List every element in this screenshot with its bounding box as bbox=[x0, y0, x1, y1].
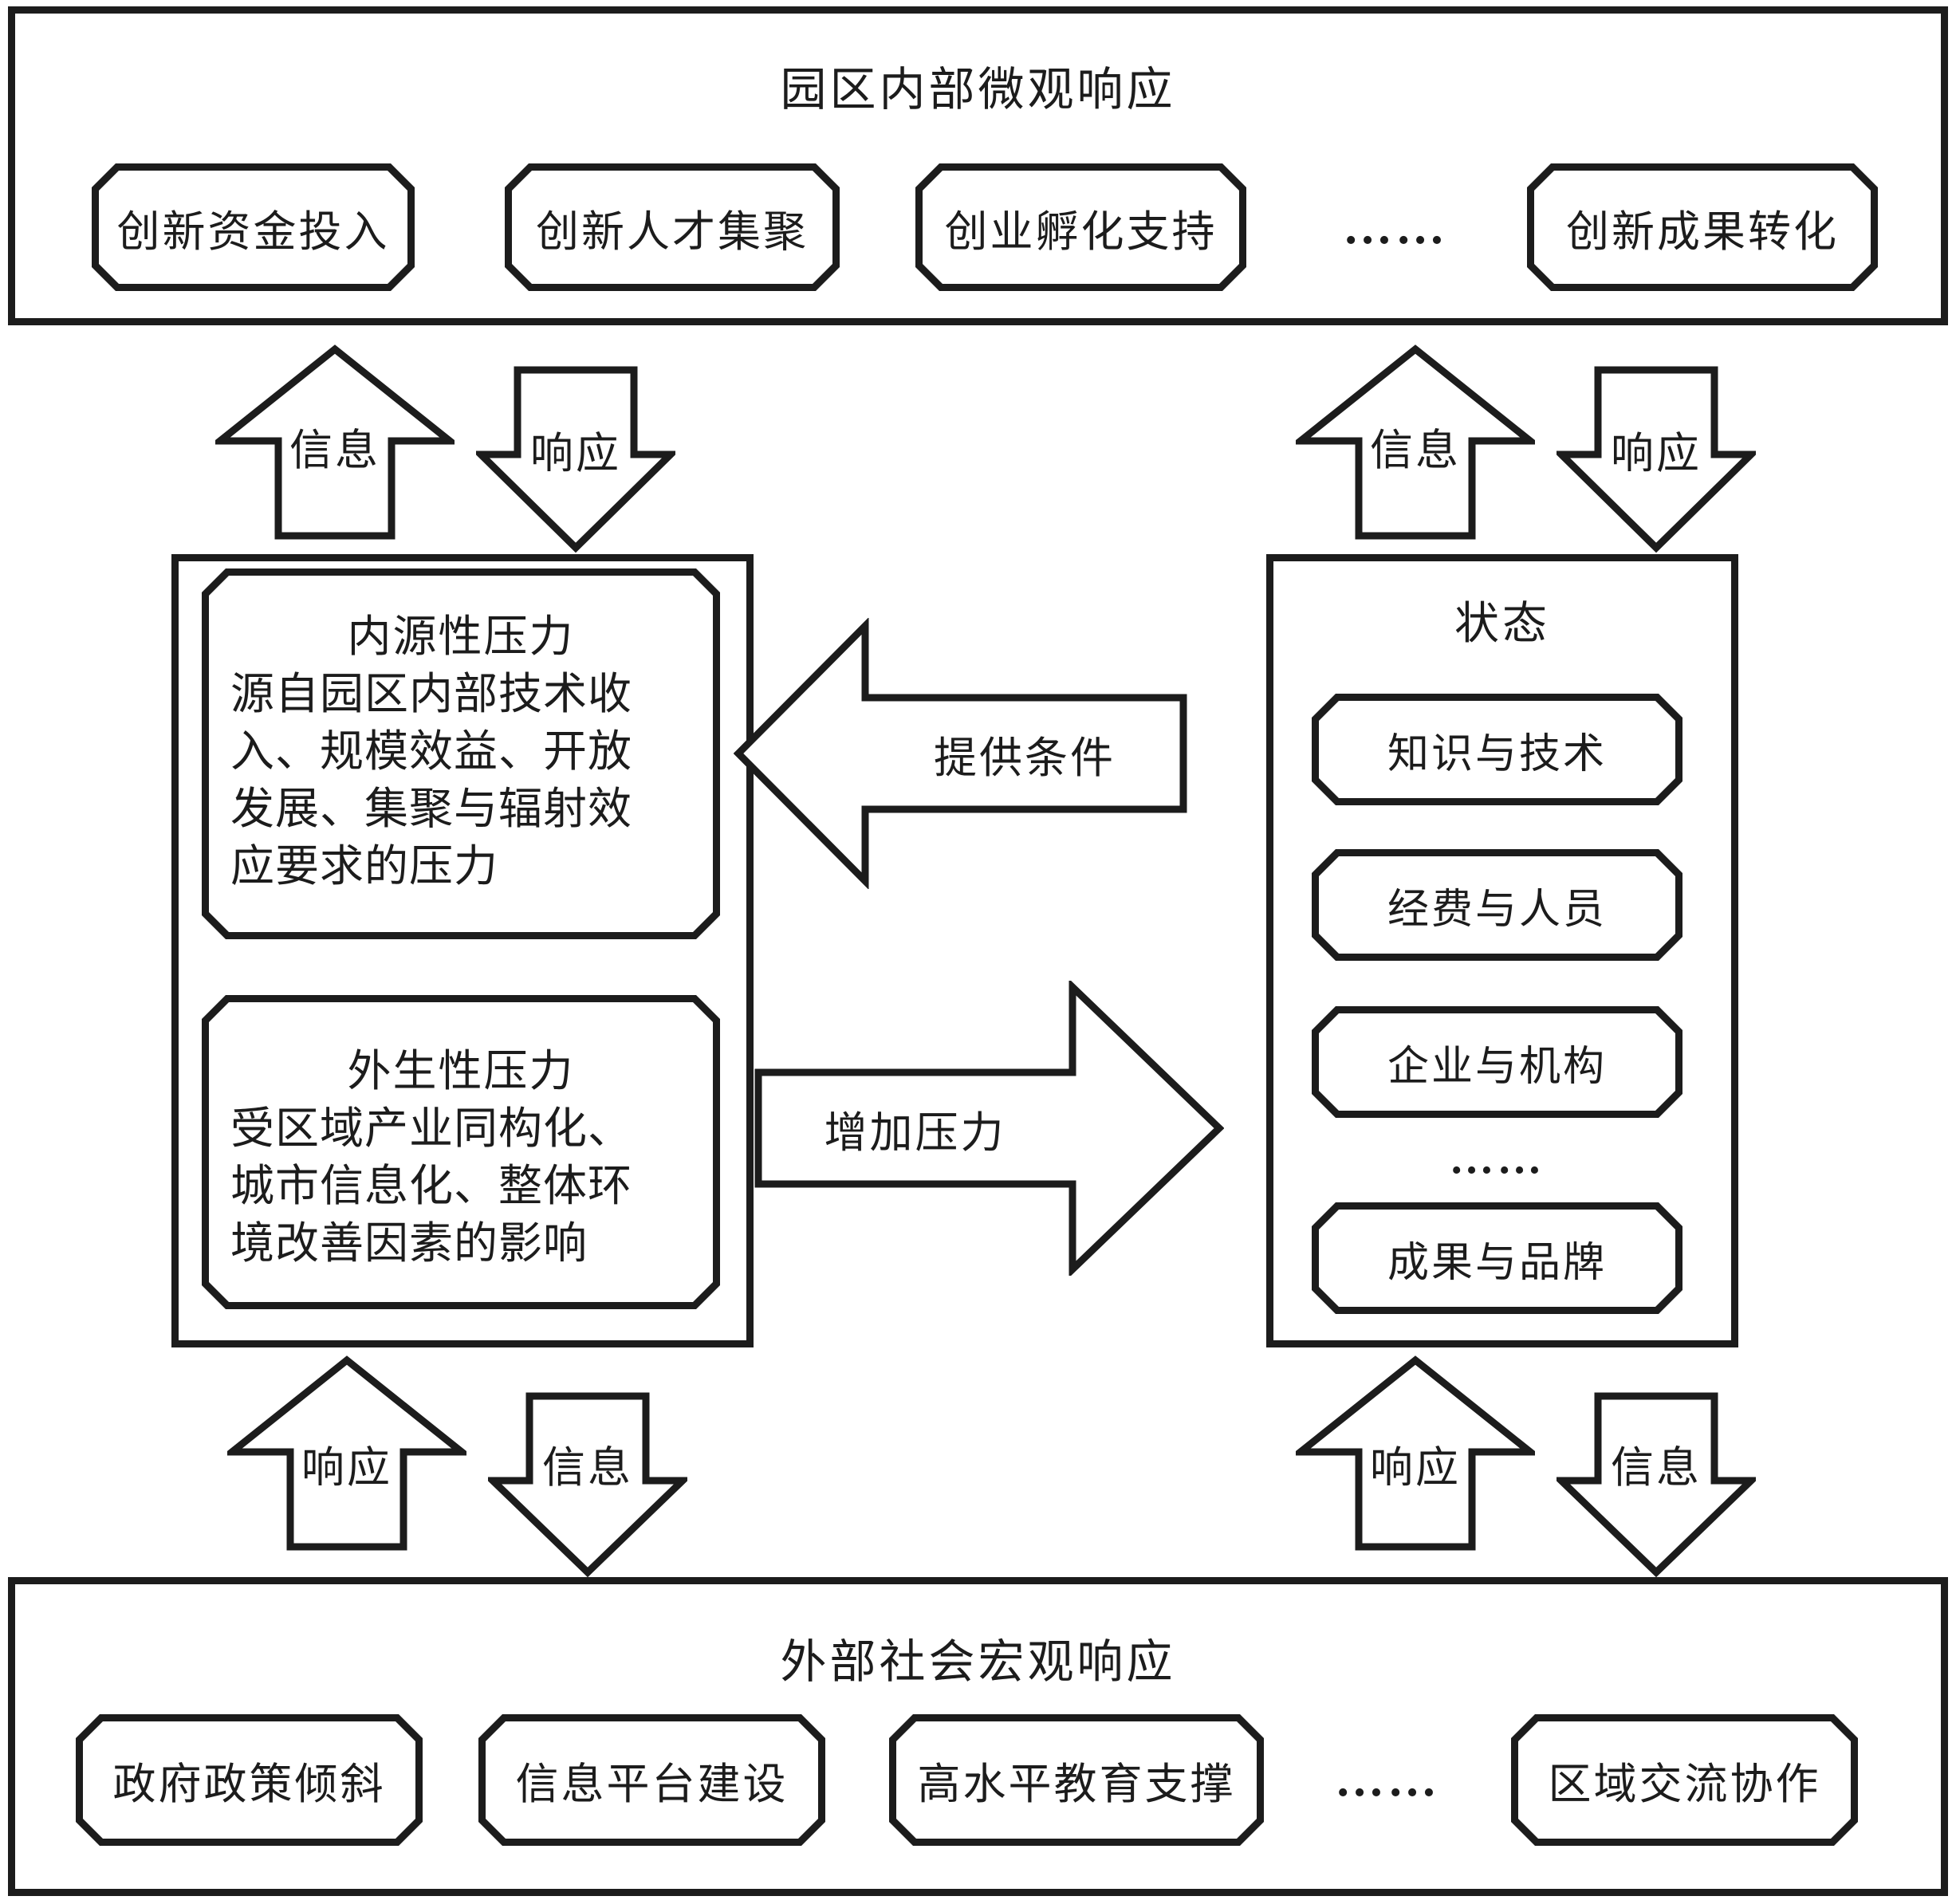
down-arrow-glyph bbox=[488, 1392, 687, 1577]
endogenous-pressure-text: 源自园区内部技术收 入、规模效益、开放 发展、集聚与辐射效 应要求的压力 bbox=[202, 666, 720, 895]
left-arrow-glyph bbox=[734, 618, 1187, 889]
node-label: 企业与机构 bbox=[1387, 1044, 1607, 1090]
node-innovation-talent: 创新人才集聚 bbox=[505, 163, 840, 291]
up-arrow-glyph bbox=[1296, 344, 1535, 540]
top-ellipsis: …… bbox=[1343, 199, 1448, 254]
text-line: 源自园区内部技术收 bbox=[230, 670, 633, 718]
node-government-policy: 政府政策倾斜 bbox=[76, 1714, 423, 1846]
node-label: 高水平教育支撑 bbox=[917, 1760, 1236, 1808]
response-down-arrow-top-right: 响应 bbox=[1557, 365, 1756, 553]
macro-response-title: 外部社会宏观响应 bbox=[780, 1636, 1176, 1688]
provide-conditions-arrow: 提供条件 bbox=[734, 618, 1188, 889]
state-title: 状态 bbox=[1454, 600, 1550, 649]
flow-label: 响应 bbox=[301, 1443, 392, 1492]
node-education-support: 高水平教育支撑 bbox=[889, 1714, 1264, 1846]
info-down-arrow-bottom-left: 信息 bbox=[488, 1391, 687, 1577]
text-line: 入、规模效益、开放 bbox=[230, 727, 633, 776]
info-up-arrow-top-left: 信息 bbox=[215, 344, 455, 541]
node-label: 创业孵化支持 bbox=[944, 207, 1218, 256]
flow-label: 响应 bbox=[530, 429, 621, 478]
state-ellipsis: …… bbox=[1449, 1134, 1545, 1183]
node-label: 政府政策倾斜 bbox=[112, 1760, 386, 1808]
up-arrow-glyph bbox=[227, 1355, 466, 1551]
node-label: 创新人才集聚 bbox=[536, 207, 809, 256]
response-down-arrow-top-left: 响应 bbox=[476, 365, 675, 553]
text-line: 受区域产业同构化、 bbox=[230, 1104, 633, 1153]
flow-label: 响应 bbox=[1370, 1443, 1461, 1492]
text-line: 境改善因素的影响 bbox=[230, 1219, 588, 1268]
node-label: 经费与人员 bbox=[1387, 887, 1607, 933]
endogenous-pressure-title: 内源性压力 bbox=[347, 612, 575, 661]
endogenous-pressure-box: 内源性压力 源自园区内部技术收 入、规模效益、开放 发展、集聚与辐射效 应要求的… bbox=[202, 568, 720, 939]
node-label: 区域交流协作 bbox=[1548, 1760, 1821, 1808]
exogenous-pressure-box: 外生性压力 受区域产业同构化、 城市信息化、整体环 境改善因素的影响 bbox=[202, 995, 720, 1309]
node-info-platform: 信息平台建设 bbox=[478, 1714, 825, 1846]
exogenous-pressure-text: 受区域产业同构化、 城市信息化、整体环 境改善因素的影响 bbox=[202, 1100, 720, 1273]
flow-label: 提供条件 bbox=[934, 734, 1116, 782]
flow-label: 响应 bbox=[1611, 429, 1702, 478]
micro-response-title: 园区内部微观响应 bbox=[780, 64, 1176, 116]
node-label: 创新资金投入 bbox=[116, 207, 390, 256]
flow-label: 信息 bbox=[542, 1443, 633, 1492]
response-up-arrow-bottom-left: 响应 bbox=[227, 1355, 466, 1552]
down-arrow-glyph bbox=[1557, 366, 1756, 553]
text-line: 应要求的压力 bbox=[230, 842, 499, 891]
up-arrow-glyph bbox=[215, 344, 455, 540]
node-label: 创新成果转化 bbox=[1566, 207, 1839, 256]
node-knowledge-technology: 知识与技术 bbox=[1312, 694, 1682, 805]
exogenous-pressure-title: 外生性压力 bbox=[347, 1047, 575, 1096]
right-arrow-glyph bbox=[754, 981, 1224, 1276]
node-innovation-funding: 创新资金投入 bbox=[92, 163, 415, 291]
flow-label: 信息 bbox=[1611, 1443, 1702, 1492]
node-label: 信息平台建设 bbox=[515, 1760, 789, 1808]
node-funds-personnel: 经费与人员 bbox=[1312, 849, 1682, 961]
node-label: 成果与品牌 bbox=[1387, 1240, 1607, 1286]
node-achievement-transform: 创新成果转化 bbox=[1527, 163, 1878, 291]
down-arrow-glyph bbox=[1557, 1392, 1756, 1577]
node-enterprises-institutions: 企业与机构 bbox=[1312, 1006, 1682, 1118]
up-arrow-glyph bbox=[1296, 1355, 1535, 1551]
flow-label: 增加压力 bbox=[824, 1108, 1006, 1157]
node-incubation-support: 创业孵化支持 bbox=[915, 163, 1246, 291]
response-up-arrow-bottom-right: 响应 bbox=[1296, 1355, 1535, 1552]
node-label: 知识与技术 bbox=[1387, 731, 1607, 777]
down-arrow-glyph bbox=[476, 366, 675, 553]
text-line: 城市信息化、整体环 bbox=[230, 1162, 633, 1210]
flow-label: 信息 bbox=[1370, 426, 1461, 474]
flow-label: 信息 bbox=[289, 426, 380, 474]
text-line: 发展、集聚与辐射效 bbox=[230, 785, 633, 833]
bottom-ellipsis: …… bbox=[1335, 1753, 1440, 1807]
info-up-arrow-top-right: 信息 bbox=[1296, 344, 1535, 541]
node-regional-cooperation: 区域交流协作 bbox=[1511, 1714, 1858, 1846]
node-achievements-brand: 成果与品牌 bbox=[1312, 1202, 1682, 1314]
increase-pressure-arrow: 增加压力 bbox=[754, 981, 1224, 1276]
info-down-arrow-bottom-right: 信息 bbox=[1557, 1391, 1756, 1577]
